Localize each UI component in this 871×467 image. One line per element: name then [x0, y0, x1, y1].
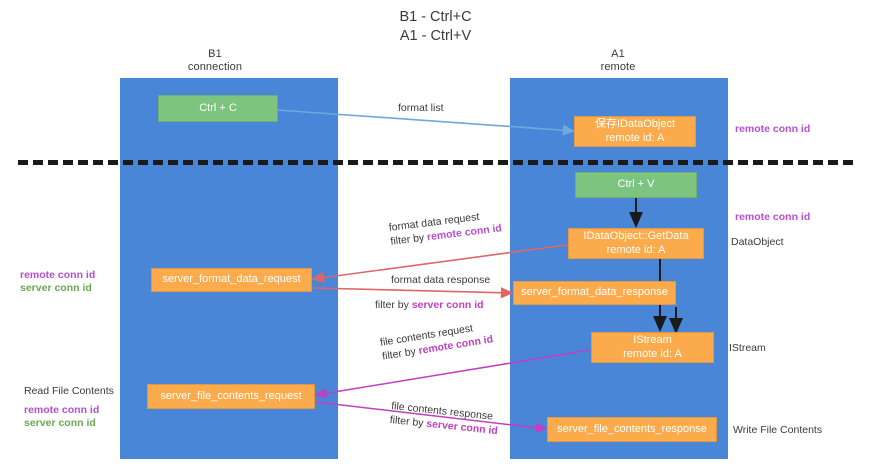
node-ctrl-v-label: Ctrl + V [617, 178, 655, 191]
node-istream[interactable]: IStream remote id: A [591, 332, 714, 363]
edge-label-file-contents-request: file contents request filter by remote c… [379, 318, 494, 363]
node-server-format-data-response-label: server_format_data_response [521, 286, 668, 299]
diagram-title-line2: A1 - Ctrl+V [399, 28, 472, 44]
node-save-idataobject[interactable]: 保存IDataObject remote id: A [574, 116, 696, 147]
lane-header-b1-name: B1 [208, 48, 222, 60]
phase-divider [18, 160, 853, 165]
annotation-remote-conn-id-top: remote conn id [735, 123, 811, 135]
lane-header-a1-sub: remote [600, 61, 636, 73]
node-istream-line1: IStream [633, 334, 672, 346]
lane-header-a1: A1 remote [558, 48, 678, 74]
node-ctrl-c[interactable]: Ctrl + C [158, 95, 278, 122]
node-server-format-data-request[interactable]: server_format_data_request [151, 268, 312, 292]
edge-label-format-list: format list [398, 102, 444, 114]
node-save-idataobject-line1: 保存IDataObject [594, 118, 676, 130]
annotation-remote-conn-id-mid: remote conn id [735, 211, 811, 223]
edge-format-data-response [312, 287, 514, 299]
diagram-title-line1: B1 - Ctrl+C [399, 9, 472, 25]
annotation-left-server-conn-id-bottom: server conn id [24, 417, 96, 429]
lane-header-b1-sub: connection [187, 61, 243, 73]
diagram-title: B1 - Ctrl+C A1 - Ctrl+V [0, 8, 871, 46]
node-save-idataobject-line2: remote id: A [605, 131, 665, 144]
node-idataobject-getdata-line2: remote id: A [606, 243, 666, 256]
node-server-file-contents-response[interactable]: server_file_contents_response [547, 417, 717, 442]
lane-header-b1: B1 connection [155, 48, 275, 74]
edge-label-format-data-response-main: format data response [391, 274, 491, 286]
annotation-left-remote-conn-id-bottom: remote conn id [24, 404, 100, 416]
node-server-file-contents-request[interactable]: server_file_contents_request [147, 384, 315, 409]
node-server-file-contents-request-label: server_file_contents_request [160, 389, 302, 402]
lane-header-a1-name: A1 [611, 48, 625, 60]
node-istream-line2: remote id: A [623, 347, 682, 360]
annotation-write-file-contents: Write File Contents [733, 424, 823, 436]
annotation-left-server-conn-id-mid: server conn id [20, 282, 92, 294]
node-idataobject-getdata-line1: IDataObject::GetData [583, 230, 689, 242]
node-server-format-data-response[interactable]: server_format_data_response [513, 281, 676, 305]
annotation-read-file-contents: Read File Contents [24, 385, 114, 397]
node-idataobject-getdata[interactable]: IDataObject::GetData remote id: A [568, 228, 704, 259]
annotation-left-remote-conn-id-mid: remote conn id [20, 269, 96, 281]
node-ctrl-c-label: Ctrl + C [199, 101, 237, 114]
node-ctrl-v[interactable]: Ctrl + V [575, 172, 697, 198]
edge-label-format-data-request: format data request filter by remote con… [388, 207, 503, 248]
annotation-dataobject: DataObject [731, 236, 784, 248]
annotation-istream: IStream [729, 342, 766, 354]
edge-label-file-contents-response: file contents response filter by server … [389, 399, 500, 438]
node-server-format-data-request-label: server_format_data_request [162, 273, 301, 286]
edge-label-format-data-response: format data response [391, 273, 490, 287]
edge-label-format-data-response-filter: filter by server conn id [375, 299, 484, 311]
node-server-file-contents-response-label: server_file_contents_response [557, 422, 707, 435]
